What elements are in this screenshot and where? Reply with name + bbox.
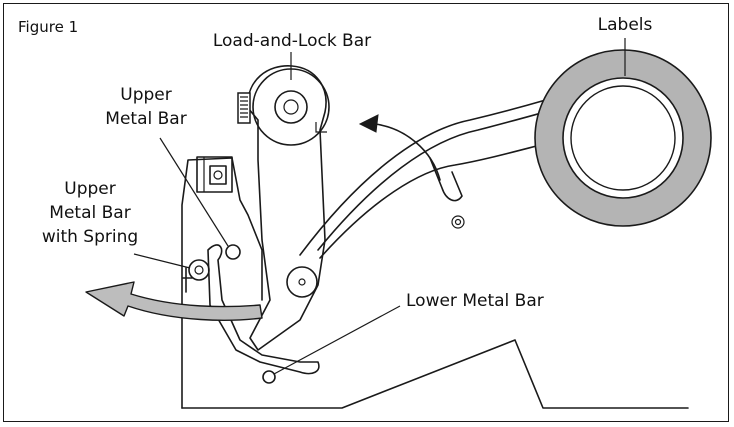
- arm-pivot-outer: [286, 266, 318, 298]
- label-web-lower: [319, 139, 561, 259]
- rotation-arrow-head: [358, 114, 379, 133]
- spring-bar-pivot-inner: [194, 265, 204, 275]
- label-lower-metal-bar: Lower Metal Bar: [406, 291, 544, 311]
- load-lock-hub-notch: [315, 122, 327, 133]
- label-load-and-lock-bar: Load-and-Lock Bar: [213, 31, 371, 51]
- arm-pivot-inner: [298, 278, 306, 286]
- web-tension-hook: [429, 157, 463, 202]
- leader-upper-metal-bar: [159, 137, 229, 247]
- leader-lower-metal-bar: [273, 305, 401, 375]
- bracket-hole: [213, 170, 223, 180]
- spring-bar-pivot-outer: [188, 259, 210, 281]
- load-and-lock-arm: [247, 65, 327, 351]
- rotation-arrow-curve: [374, 123, 441, 181]
- label-upper-metal-bar-l2: Metal Bar: [105, 109, 186, 129]
- side-frame-plate: [181, 157, 263, 409]
- spring-bar-plate: [207, 244, 320, 375]
- load-lock-hub-mid: [274, 90, 308, 124]
- load-lock-knob-grip: [240, 96, 248, 118]
- label-upper-metal-bar-l1: Upper: [120, 85, 171, 105]
- label-upper-spring-l3: with Spring: [42, 227, 138, 247]
- figure-caption: Figure 1: [18, 18, 78, 36]
- bracket-square: [209, 165, 227, 185]
- label-roll-core-ring: [570, 85, 676, 191]
- lower-metal-bar-pin: [262, 370, 276, 384]
- label-upper-spring-l2: Metal Bar: [49, 203, 130, 223]
- label-labels: Labels: [598, 15, 653, 35]
- spring-stud: [182, 267, 193, 293]
- load-lock-hub-outer: [252, 68, 330, 146]
- web-hook-pin-inner: [454, 218, 462, 226]
- load-lock-hub-inner: [283, 99, 299, 115]
- web-hook-pin-outer: [451, 215, 465, 229]
- upper-metal-bar-pin: [225, 244, 241, 260]
- leader-upper-spring: [133, 253, 191, 269]
- printer-base-outline: [181, 339, 689, 409]
- feed-arrow: [85, 281, 263, 321]
- upper-bracket: [196, 156, 233, 193]
- label-upper-spring-l1: Upper: [64, 179, 115, 199]
